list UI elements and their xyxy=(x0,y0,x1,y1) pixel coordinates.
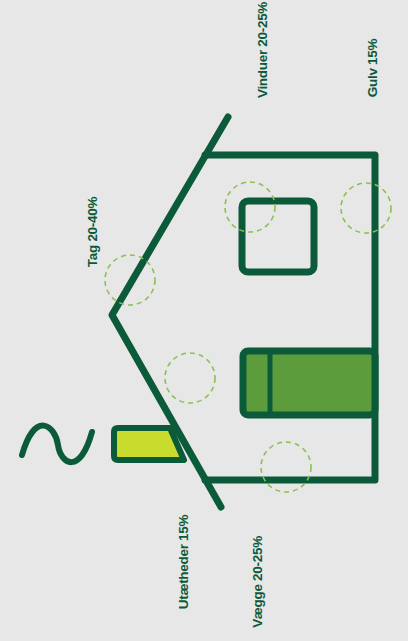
chimney xyxy=(114,428,184,460)
heat-loss-label: Vægge 20-25% xyxy=(250,536,265,628)
house-walls xyxy=(205,155,375,480)
heat-loss-marker xyxy=(225,182,275,232)
roof-outline xyxy=(112,117,228,507)
door xyxy=(243,351,375,415)
smoke xyxy=(22,426,92,463)
heat-loss-marker xyxy=(105,255,155,305)
heat-loss-marker xyxy=(261,442,311,492)
door-divider xyxy=(268,351,273,415)
heat-loss-label: Vinduer 20-25% xyxy=(255,2,270,98)
heat-loss-marker xyxy=(165,353,215,403)
heat-loss-label: Gulv 15% xyxy=(365,39,380,97)
window xyxy=(242,201,314,272)
heat-loss-label: Utætheder 15% xyxy=(176,515,191,609)
heat-loss-marker xyxy=(341,183,391,233)
heat-loss-label: Tag 20-40% xyxy=(85,197,100,267)
